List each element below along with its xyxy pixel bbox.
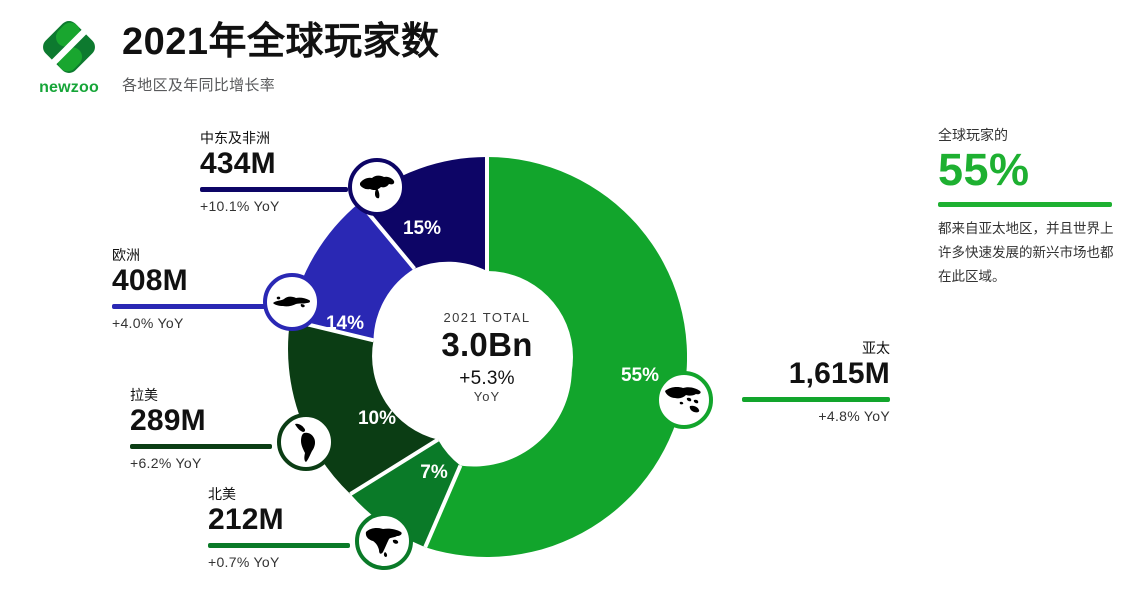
donut-svg: 55% 7% 10% 14% 15% [288, 157, 687, 557]
callout-na-region: 北美 [208, 486, 236, 502]
slice-label-europe: 14% [326, 313, 364, 334]
callout-mea-region: 中东及非洲 [200, 130, 270, 146]
latin-america-map-icon [295, 423, 316, 462]
callout-latam-value: 289M [130, 404, 206, 438]
callout-apac-yoy: +4.8% YoY [818, 407, 890, 424]
callout-latam-rule [130, 443, 272, 449]
slice-label-mea: 15% [403, 218, 441, 239]
callout-apac-value: 1,615M [788, 357, 890, 391]
page-title: 2021年全球玩家数 [122, 21, 440, 63]
panel-body-text: 都来自亚太地区，并且世界上许多快速发展的新兴市场也都在此区域。 [938, 221, 1114, 284]
asia-pacific-map-icon [665, 387, 701, 413]
center-growth-value: +5.3% [459, 368, 515, 389]
center-total-value: 3.0Bn [441, 326, 533, 363]
callout-europe-region: 欧洲 [112, 247, 140, 263]
newzoo-logo: newzoo [24, 16, 114, 104]
callout-mea: 中东及非洲 434M +10.1% YoY [200, 130, 348, 214]
center-total-label: 2021 TOTAL [443, 310, 531, 325]
callout-apac-region: 亚太 [862, 340, 890, 356]
callout-latam-yoy: +6.2% YoY [130, 454, 202, 471]
apac-highlight-panel: 全球玩家的 55% 都来自亚太地区，并且世界上许多快速发展的新兴市场也都在此区域… [938, 126, 1114, 288]
newzoo-diamond-logo-icon [38, 16, 100, 78]
slice-europe[interactable] [290, 202, 415, 341]
panel-highlight-percent: 55% [938, 144, 1030, 196]
middle-east-africa-map-icon [360, 175, 395, 199]
page-subtitle: 各地区及年同比增长率 [122, 77, 276, 94]
callout-na-value: 212M [208, 503, 284, 537]
badge-na[interactable] [355, 512, 413, 570]
callout-mea-rule [200, 186, 348, 192]
callout-latam-region: 拉美 [130, 387, 158, 403]
newzoo-wordmark: newzoo [39, 79, 99, 96]
slice-label-apac: 55% [621, 365, 659, 386]
callout-europe: 欧洲 408M +4.0% YoY [112, 247, 272, 331]
callout-latam: 拉美 289M +6.2% YoY [130, 387, 272, 471]
callout-mea-yoy: +10.1% YoY [200, 197, 280, 214]
callout-europe-yoy: +4.0% YoY [112, 314, 184, 331]
badge-europe[interactable] [263, 273, 321, 331]
callout-mea-value: 434M [200, 147, 276, 181]
panel-kicker: 全球玩家的 [938, 127, 1008, 143]
panel-rule [938, 202, 1112, 208]
europe-map-icon [273, 296, 311, 308]
slice-na[interactable] [350, 439, 461, 548]
callout-na-rule [208, 542, 350, 548]
callout-europe-rule [112, 303, 272, 309]
north-america-map-icon [365, 528, 402, 557]
badge-mea[interactable] [348, 158, 406, 216]
callout-na-yoy: +0.7% YoY [208, 553, 280, 570]
callout-europe-value: 408M [112, 264, 188, 298]
center-growth-unit: YoY [473, 389, 501, 404]
slice-label-na: 7% [420, 462, 448, 483]
callout-apac: 亚太 1,615M +4.8% YoY [742, 340, 890, 424]
callout-na: 北美 212M +0.7% YoY [208, 486, 350, 570]
donut-center-total: 2021 TOTAL 3.0Bn +5.3% YoY [401, 271, 573, 443]
players-by-region-donut-chart: 55% 7% 10% 14% 15% [287, 157, 687, 557]
slice-apac[interactable] [425, 157, 687, 557]
badge-apac[interactable] [655, 371, 713, 429]
badge-latam[interactable] [277, 413, 335, 471]
slice-label-latam: 10% [358, 408, 396, 429]
callout-apac-rule [742, 396, 890, 402]
